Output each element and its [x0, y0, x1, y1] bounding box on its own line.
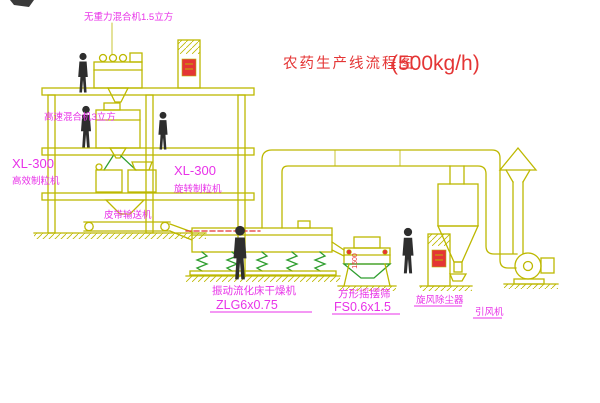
labels: 无重力混合机1.5立方 高速混合机3立方 XL-300 高效制粒机 XL-300… [12, 11, 504, 319]
label-dryer-model: ZLG6x0.75 [216, 298, 278, 312]
label-sieve-dimension: 1500 [352, 253, 359, 269]
corner-artifact [10, 0, 34, 7]
label-high-speed-mixer: 高速混合机3立方 [44, 111, 116, 123]
label-top-mixer: 无重力混合机1.5立方 [84, 11, 173, 23]
belt-conveyor [83, 221, 193, 241]
label-sieve-name: 方形摇摆筛 [338, 287, 391, 300]
swing-sieve [342, 236, 392, 287]
exhaust-stack [498, 146, 538, 254]
ground-hatching [34, 233, 559, 291]
equipment-cabinet-right [427, 233, 451, 287]
induced-draft-fan [513, 252, 555, 285]
label-granulator-left-model: XL-300 [12, 156, 54, 171]
label-cyclone: 旋风除尘器 [416, 294, 464, 306]
label-sieve-model: FS0.6x1.5 [334, 300, 391, 314]
diagram-capacity: (500kg/h) [391, 52, 480, 75]
fluid-bed-dryer [185, 220, 345, 276]
label-belt-conveyor: 皮带输送机 [104, 209, 152, 221]
label-granulator-right-name: 旋转制粒机 [174, 183, 222, 195]
label-granulator-left-name: 高效制粒机 [12, 175, 60, 187]
gravity-mixer [93, 22, 143, 103]
person-figure [402, 227, 414, 274]
granulators [95, 155, 157, 215]
cyclone-separator [436, 183, 480, 282]
label-fan: 引风机 [475, 306, 504, 318]
vibration-springs [195, 251, 327, 272]
high-speed-mixer [95, 102, 141, 159]
person-figure [78, 52, 88, 93]
label-granulator-right-model: XL-300 [174, 163, 216, 178]
label-dryer-name: 振动流化床干燥机 [212, 284, 296, 297]
person-figure [158, 111, 168, 150]
exhaust-duct [261, 149, 518, 269]
diagram-title: 农药生产线流程图 [283, 55, 415, 72]
equipment-cabinet-top [177, 39, 201, 89]
